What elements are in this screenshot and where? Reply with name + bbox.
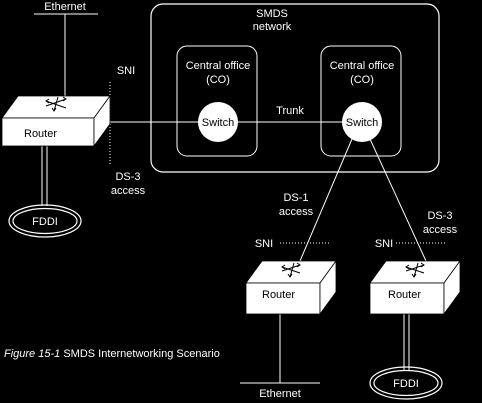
sni-bottom-right-label: SNI [375, 238, 393, 250]
ethernet-top-label: Ethernet [44, 1, 86, 13]
router-bottom-right-label: Router [388, 289, 421, 301]
ds1-label-2: access [279, 206, 314, 218]
router-arrows-icon [45, 96, 67, 112]
switch-right-label: Switch [346, 117, 378, 129]
co-left-label-2: (CO) [206, 74, 230, 86]
switch-left-label: Switch [202, 117, 234, 129]
router-bottom-left-label: Router [262, 289, 295, 301]
ds3-right-label: DS-3 [427, 210, 452, 222]
co-right-label-2: (CO) [350, 74, 374, 86]
central-office-left [176, 45, 258, 157]
fddi-right-label: FDDI [393, 378, 419, 390]
sni-bottom-left-label: SNI [255, 238, 273, 250]
ethernet-bottom-label: Ethernet [259, 388, 301, 400]
figure-caption: Figure 15-1 SMDS Internetworking Scenari… [4, 348, 220, 360]
switch-right [342, 102, 382, 142]
co-left-label: Central office [186, 60, 251, 72]
smds-network-label-2: network [253, 21, 292, 33]
ds1-access-line [299, 138, 353, 262]
fddi-left-label: FDDI [32, 216, 58, 228]
sni-left-label: SNI [117, 65, 135, 77]
ds3-left-label-2: access [111, 185, 146, 197]
ds3-right-access-line [369, 138, 427, 262]
fddi-right-ring: FDDI [369, 366, 443, 400]
co-right-label: Central office [330, 60, 395, 72]
router-left-label: Router [24, 128, 57, 140]
ds3-left-label: DS-3 [115, 171, 140, 183]
router-arrows-icon [281, 262, 301, 278]
ds3-right-label-2: access [423, 224, 458, 236]
trunk-label: Trunk [276, 105, 304, 117]
figure-caption-title: SMDS Internetworking Scenario [60, 348, 220, 360]
ds1-label: DS-1 [283, 192, 308, 204]
smds-network-box [150, 3, 440, 173]
router-bottom-right: Router [369, 259, 461, 316]
router-arrows-icon [405, 262, 425, 278]
smds-network-label: SMDS [256, 8, 288, 20]
router-left: Router [1, 94, 111, 148]
fddi-left-ring: FDDI [8, 204, 82, 238]
router-bottom-left: Router [245, 259, 337, 316]
central-office-right [320, 45, 402, 157]
switch-left [198, 102, 238, 142]
figure-caption-number: Figure 15-1 [4, 348, 60, 360]
